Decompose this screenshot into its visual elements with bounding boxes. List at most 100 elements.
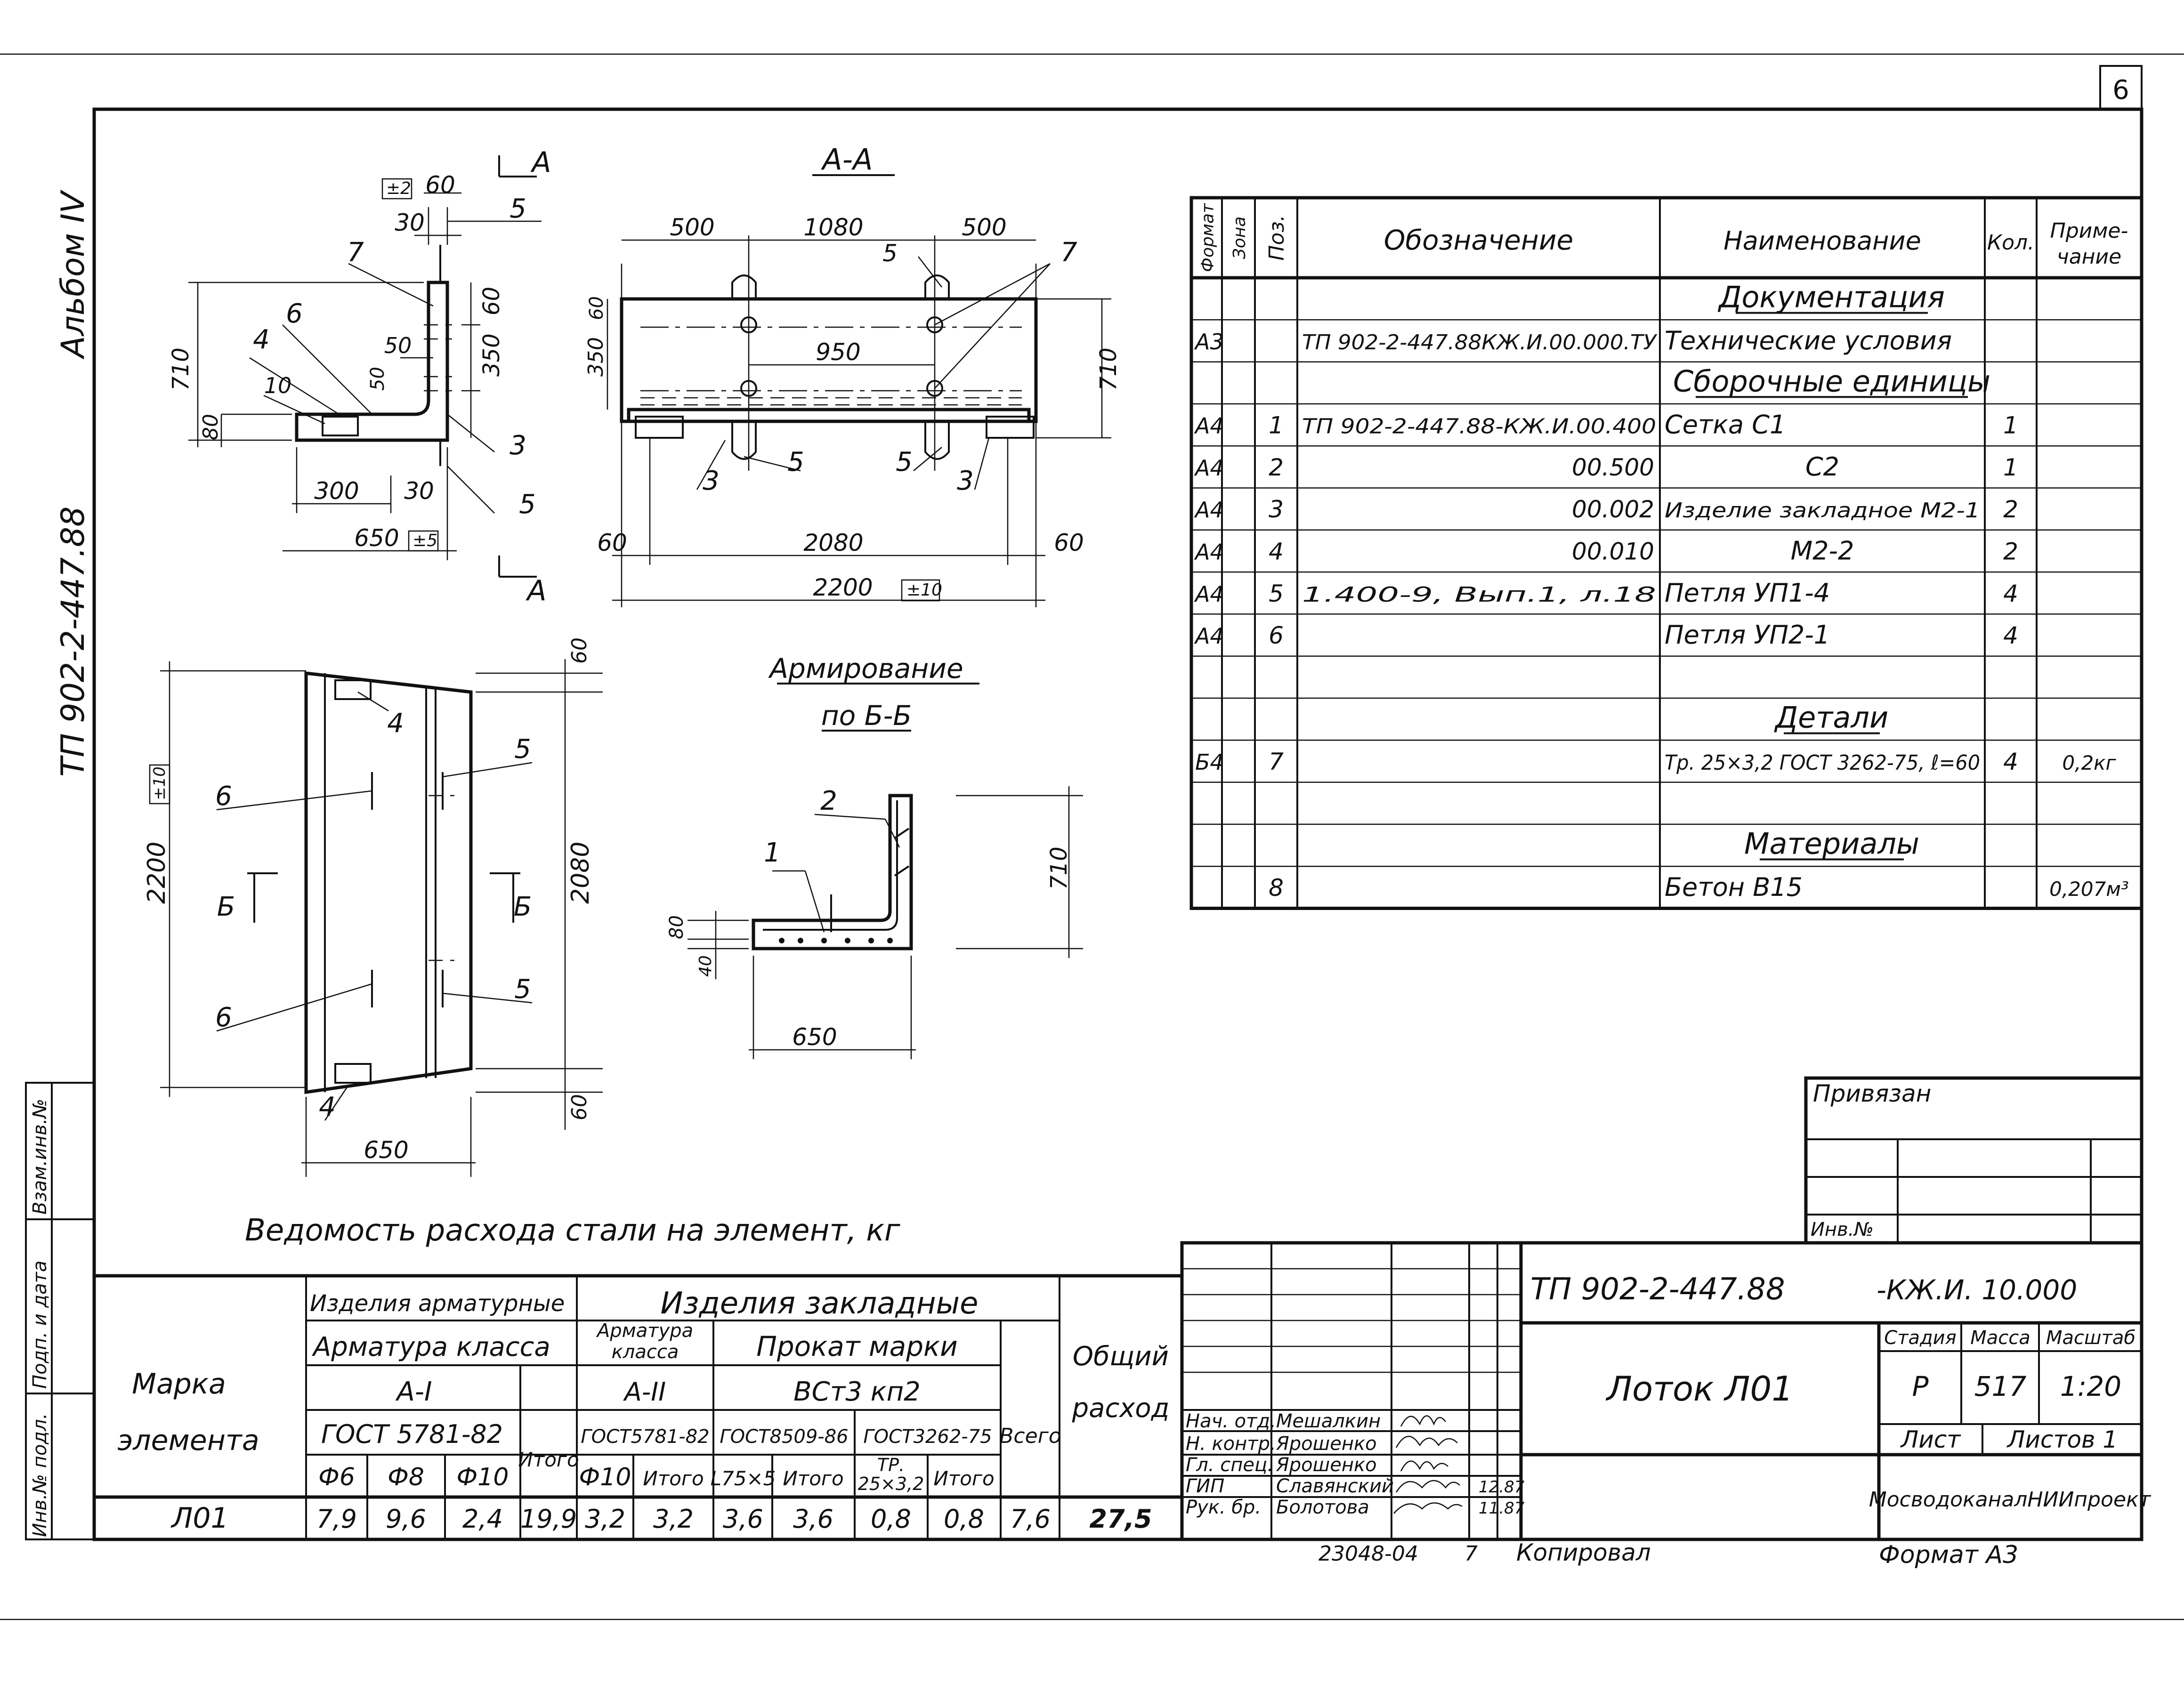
- tb-role: Гл. спец.: [1186, 1454, 1273, 1476]
- spec-row-format: А4: [1194, 581, 1224, 607]
- steel-row-value: 3,2: [585, 1504, 625, 1534]
- dim-cross-2: 5: [510, 193, 526, 224]
- steel-sub-header: ТР.25×3,2: [858, 1455, 924, 1494]
- tol-5-box: ±5: [413, 531, 437, 550]
- reinf-title-1: Армирование: [768, 652, 963, 684]
- steel-sub-header: Итого: [783, 1467, 843, 1490]
- tb-stage-header: Стадия: [1884, 1327, 1956, 1349]
- dim-plan-7: 5: [514, 974, 531, 1005]
- dim-front-12: 3: [957, 466, 974, 496]
- spec-row-section-heading: Сборочные единицы: [1673, 364, 1990, 398]
- spec-row-qty: 4: [2003, 622, 2018, 649]
- spec-row-qty: 2: [2003, 538, 2018, 565]
- spec-header-4: Наименование: [1723, 226, 1921, 256]
- spec-row-format: А4: [1194, 497, 1224, 523]
- spec-row-name: Технические условия: [1665, 326, 1952, 355]
- spec-row-pos: 5: [1269, 580, 1284, 607]
- privyazan-inv: Инв.№: [1811, 1219, 1874, 1240]
- dim-cross-8: 50: [384, 333, 412, 358]
- spec-row-pos: 2: [1269, 454, 1284, 481]
- steel-arm-group: Изделия арматурные: [310, 1290, 565, 1317]
- tb-lists: Листов 1: [2006, 1426, 2118, 1453]
- spec-header-3: Обозначение: [1384, 224, 1573, 256]
- steel-emb-group: Изделия закладные: [661, 1286, 979, 1321]
- spec-row-format: А4: [1194, 539, 1224, 564]
- dim-plan-10: 650: [364, 1136, 408, 1164]
- dim-front-14: 2080: [803, 529, 863, 556]
- dim-front-3: 5: [882, 240, 898, 267]
- tb-list: Лист: [1900, 1426, 1962, 1453]
- spec-row-section-heading: Материалы: [1744, 827, 1919, 861]
- steel-row-value: 19,9: [520, 1504, 577, 1534]
- steel-sub-header: Итого: [643, 1467, 704, 1490]
- spec-row-designation: 1.400-9, Вып.1, л.18: [1302, 583, 1656, 607]
- steel-row-value: 7,6: [1010, 1504, 1051, 1534]
- dim-cross-10: 4: [253, 324, 270, 355]
- steel-table: [92, 1274, 1184, 1541]
- tb-name: Лоток Л01: [1605, 1369, 1793, 1409]
- tb-scale: 1:20: [2060, 1370, 2121, 1402]
- dim-front-11: 5: [896, 447, 913, 477]
- steel-emb-aii: А-II: [623, 1377, 666, 1407]
- dim-cross-6: 350: [478, 333, 505, 377]
- bottom-seven: 7: [1464, 1542, 1478, 1566]
- steel-row-value: 27,5: [1089, 1504, 1152, 1534]
- tb-person-name: Болотова: [1276, 1497, 1369, 1518]
- spec-row-section-heading: Документация: [1717, 280, 1945, 314]
- spec-header-2: Поз.: [1265, 215, 1289, 260]
- dim-cross-16: 5: [519, 489, 536, 520]
- steel-arm-gost: ГОСТ 5781-82: [321, 1419, 503, 1449]
- spec-row-qty: 4: [2003, 748, 2018, 775]
- spec-row-designation: ТП 902-2-447.88КЖ.И.00.000.ТУ: [1302, 330, 1658, 354]
- spec-row-designation: 00.002: [1572, 496, 1654, 523]
- spec-row-qty: 2: [2003, 496, 2018, 523]
- dim-front-4: 7: [1060, 237, 1077, 268]
- steel-arm-ai: А-I: [395, 1377, 432, 1407]
- spec-row-name: Петля УП1-4: [1665, 578, 1830, 608]
- spec-row-pos: 4: [1269, 538, 1284, 565]
- dim-reinf-2: 710: [1046, 846, 1072, 890]
- spec-row-pos: 1: [1269, 412, 1284, 439]
- tb-mass: 517: [1974, 1370, 2027, 1402]
- spec-row-name: М2-2: [1791, 536, 1854, 565]
- dim-cross-4: 60: [478, 287, 505, 315]
- signature-marks: [1393, 1415, 1463, 1514]
- dim-cross-0: 60: [425, 171, 455, 199]
- steel-emb-gost3: ГОСТ3262-75: [863, 1426, 992, 1448]
- spec-row-format: А4: [1194, 455, 1224, 481]
- spec-header-1: Зона: [1230, 217, 1249, 259]
- dim-front-10: 5: [787, 447, 804, 477]
- tb-code: ТП 902-2-447.88: [1530, 1272, 1785, 1307]
- steel-row-value: 0,8: [944, 1504, 984, 1534]
- tb-role: ГИП: [1186, 1475, 1224, 1497]
- specification-table: [1189, 196, 2144, 910]
- plan-view: [160, 659, 603, 1177]
- dim-cross-17: 650: [354, 524, 399, 552]
- section-mark-b-right: Б: [514, 892, 532, 922]
- dim-cross-9: 50: [367, 367, 388, 391]
- dim-plan-6: 6: [215, 1002, 232, 1033]
- bottom-number: 23048-04: [1318, 1542, 1418, 1566]
- tb-person-name: Славянский: [1276, 1475, 1394, 1497]
- tb-mass-header: Масса: [1970, 1327, 2030, 1349]
- dim-front-13: 60: [597, 529, 627, 556]
- dim-cross-15: 30: [404, 477, 434, 505]
- dim-front-9: 3: [703, 466, 720, 496]
- title-block: [1180, 1241, 2144, 1541]
- steel-sub-header: Итого: [933, 1467, 994, 1490]
- sheet-number: 6: [2112, 75, 2129, 105]
- steel-sub-header: L75×5: [711, 1467, 776, 1490]
- dim-plan-4: 2200: [143, 842, 171, 904]
- steel-emb-gost1: ГОСТ5781-82: [581, 1426, 709, 1448]
- dim-cross-3: 7: [347, 237, 364, 268]
- side-album: Альбом IV: [55, 189, 92, 360]
- steel-vsego: Всего: [999, 1424, 1061, 1448]
- spec-header-5: Кол.: [1987, 231, 2034, 255]
- spec-row-format: А4: [1194, 623, 1224, 649]
- stamp-inv-podl: Инв.№ подл.: [29, 1413, 51, 1537]
- dim-front-2: 500: [962, 214, 1006, 241]
- tb-role: Нач. отд.: [1186, 1410, 1276, 1432]
- dim-reinf-3: 80: [666, 915, 688, 939]
